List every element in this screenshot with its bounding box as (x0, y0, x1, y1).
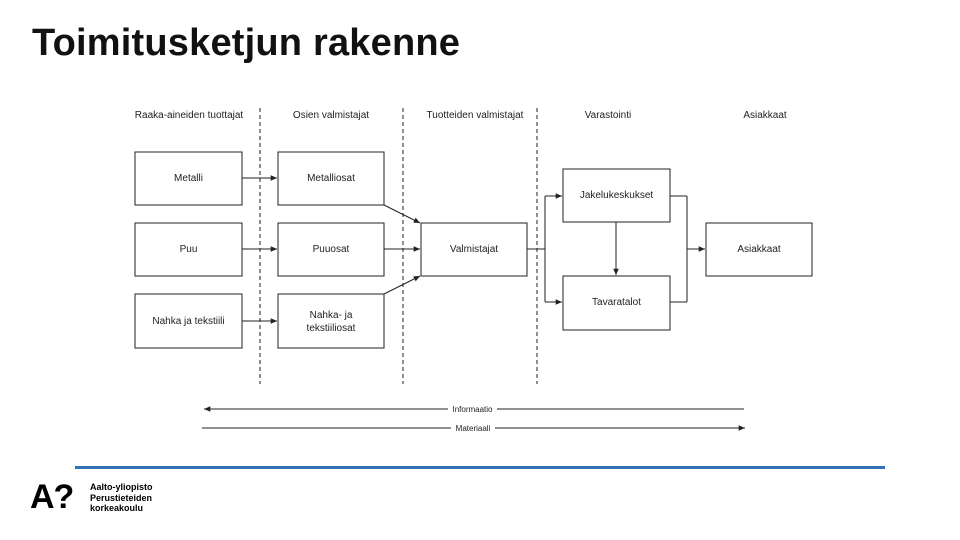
box-valmistajat (420, 222, 528, 277)
box-puuosat (277, 222, 385, 277)
slide-title: Toimitusketjun rakenne (32, 22, 461, 64)
box-label-puu: Puu (180, 244, 198, 255)
logo-mark: A? (30, 478, 74, 516)
logo-wordmark: Aalto-yliopisto Perustieteiden korkeakou… (90, 482, 220, 514)
material-flow-label: Materiaali (456, 424, 491, 433)
column-label-product-manufacturers: Tuotteiden valmistajat (427, 110, 524, 121)
box-nahka-tekstiili (134, 293, 243, 349)
box-label-metalliosat: Metalliosat (307, 173, 355, 184)
box-label-metalli: Metalli (174, 173, 203, 184)
logo-line-school-1: Perustieteiden (90, 492, 153, 503)
information-flow-label: Informaatio (452, 405, 493, 414)
box-label-puuosat: Puuosat (313, 244, 350, 255)
column-label-raw-material-producers: Raaka-aineiden tuottajat (135, 110, 244, 121)
box-label-nahka-tekstiiliosat-line1: Nahka- ja (310, 310, 353, 321)
arrow-metalliosat-to-valmistajat (383, 204, 421, 224)
box-metalli (134, 151, 243, 206)
box-label-jakelukeskukset: Jakelukeskukset (580, 190, 654, 201)
box-label-asiakkaat: Asiakkaat (737, 244, 781, 255)
box-tavaratalot (562, 275, 671, 331)
box-metalliosat (277, 151, 385, 206)
logo-line-school-2: korkeakoulu (90, 503, 144, 513)
box-label-valmistajat: Valmistajat (450, 244, 498, 255)
logo-line-university: Aalto-yliopisto (90, 482, 153, 492)
box-puu (134, 222, 243, 277)
box-label-tavaratalot: Tavaratalot (592, 297, 641, 308)
box-label-nahka-tekstiiliosat-line2: tekstiiliosat (307, 323, 356, 334)
box-label-nahka-tekstiili: Nahka ja tekstiili (152, 316, 224, 327)
box-asiakkaat (705, 222, 813, 277)
column-label-warehousing: Varastointi (585, 110, 632, 121)
footer-accent-rule (75, 466, 885, 469)
column-label-part-manufacturers: Osien valmistajat (293, 110, 369, 121)
column-label-customers: Asiakkaat (743, 110, 787, 121)
box-nahka-tekstiiliosat (277, 293, 385, 349)
arrow-nahkaosat-to-valmistajat (383, 275, 421, 295)
